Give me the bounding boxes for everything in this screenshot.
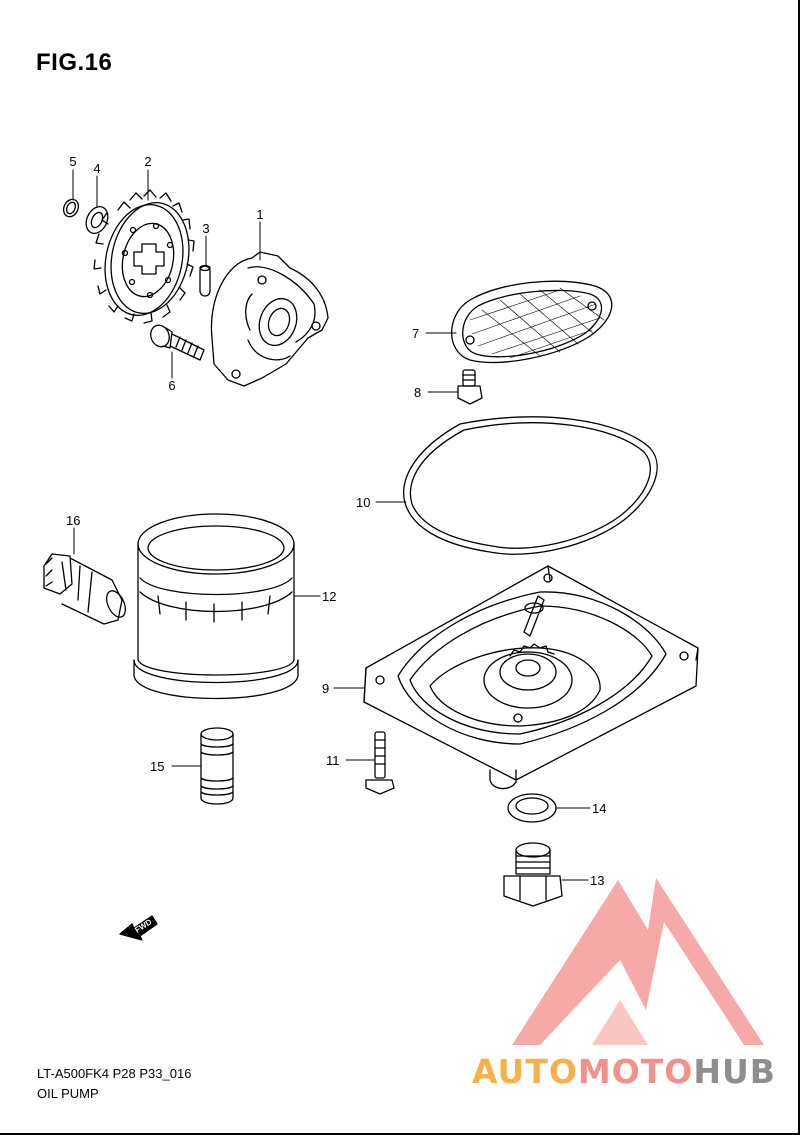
callout-12: 12 bbox=[322, 589, 336, 604]
callout-1: 1 bbox=[256, 207, 263, 222]
watermark-part-auto: AUTO bbox=[472, 1052, 578, 1091]
callout-3: 3 bbox=[202, 221, 209, 236]
part-6-bolt bbox=[150, 324, 205, 361]
part-3-pin bbox=[199, 264, 211, 297]
callout-9: 9 bbox=[322, 681, 329, 696]
callout-14: 14 bbox=[592, 801, 606, 816]
part-11-bolt bbox=[365, 731, 395, 795]
part-12-oil-filter bbox=[133, 513, 299, 700]
watermark-text: AUTOMOTOHUB bbox=[472, 1052, 776, 1091]
callout-15: 15 bbox=[150, 759, 164, 774]
callout-4: 4 bbox=[93, 161, 100, 176]
callout-11: 11 bbox=[326, 753, 340, 768]
callout-7: 7 bbox=[412, 326, 419, 341]
fwd-arrow-icon bbox=[119, 915, 158, 941]
callout-numbers: 5 4 2 3 1 6 7 8 10 9 11 12 13 14 15 16 bbox=[66, 154, 606, 888]
footer-model-code: LT-A500FK4 P28 P33_016 bbox=[37, 1066, 192, 1081]
part-2-driven-gear bbox=[93, 189, 195, 324]
callout-13: 13 bbox=[590, 873, 604, 888]
part-1-pump-body bbox=[210, 251, 329, 387]
part-7-oil-strainer bbox=[450, 280, 613, 364]
part-5-circlip bbox=[62, 198, 80, 218]
part-4-washer bbox=[85, 205, 109, 235]
callout-2: 2 bbox=[144, 154, 151, 169]
callout-8: 8 bbox=[414, 385, 421, 400]
callout-10: 10 bbox=[356, 495, 370, 510]
watermark-logo-icon bbox=[512, 878, 764, 1045]
part-9-oil-filter-cover bbox=[363, 565, 699, 790]
callout-5: 5 bbox=[69, 154, 76, 169]
figure-title: FIG.16 bbox=[36, 49, 113, 76]
part-8-bolt bbox=[457, 369, 483, 405]
part-16-pressure-switch bbox=[43, 553, 127, 625]
footer-section-name: OIL PUMP bbox=[37, 1086, 99, 1101]
part-10-gasket bbox=[403, 416, 658, 555]
callout-6: 6 bbox=[168, 378, 175, 393]
callout-16: 16 bbox=[66, 513, 80, 528]
watermark-part-hub: HUB bbox=[693, 1052, 776, 1091]
part-15-sleeve bbox=[200, 727, 234, 805]
part-14-o-ring bbox=[507, 793, 557, 823]
watermark-part-moto: MOTO bbox=[577, 1052, 694, 1091]
part-13-plug bbox=[503, 842, 563, 907]
leader-lines bbox=[72, 169, 591, 881]
